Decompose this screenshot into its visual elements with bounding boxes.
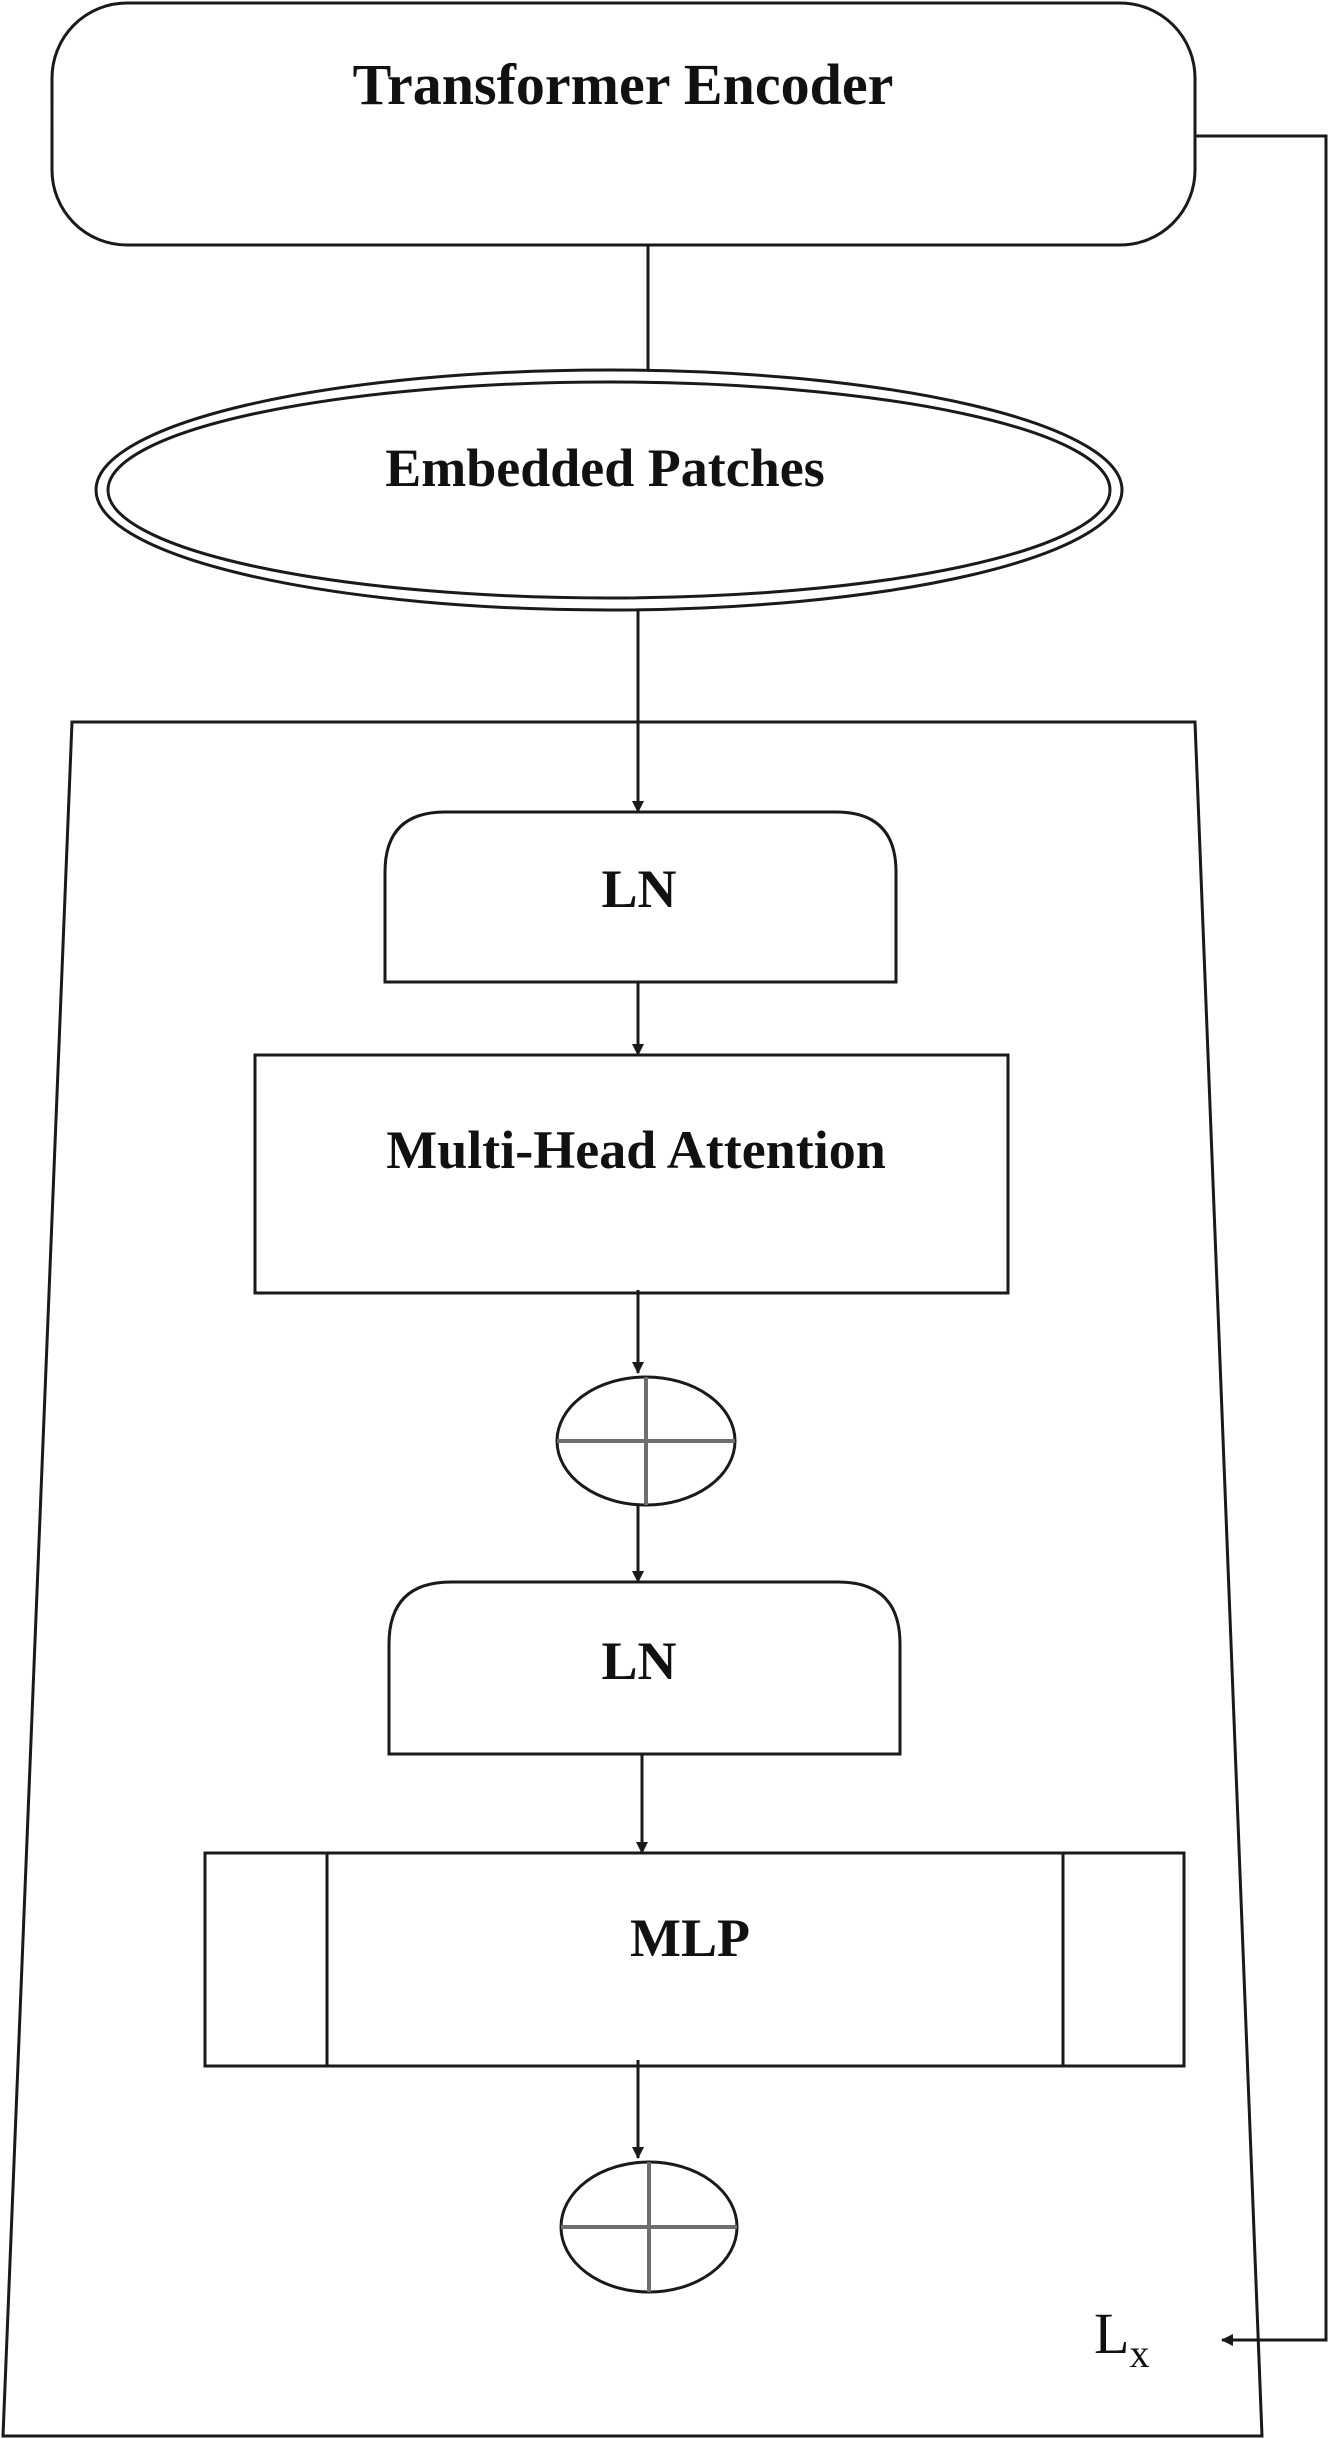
embedded-patches-label: Embedded Patches [385,438,825,498]
repeat-loop-connector [1195,134,1328,2346]
ln-1-box [383,810,898,984]
residual-add-1-icon [555,1375,737,1507]
embedded-patches-inner-ellipse [106,380,1112,600]
multi-head-attention-label: Multi-Head Attention [386,1120,885,1180]
mlp-box [203,1851,1186,2068]
mlp-label: MLP [630,1908,750,1968]
ln-2-label: LN [601,1631,676,1691]
embedded-patches-outer-ellipse [94,368,1124,612]
repeat-count-label: Lx [1094,2301,1149,2376]
ln-2-box [387,1580,902,1756]
multi-head-attention-box [253,1053,1010,1295]
residual-add-2-icon [559,2160,739,2294]
transformer-encoder-box [50,1,1197,247]
transformer-encoder-label: Transformer Encoder [353,52,894,117]
encoder-block-outline [1,720,1264,2438]
ln-1-label: LN [601,859,676,919]
